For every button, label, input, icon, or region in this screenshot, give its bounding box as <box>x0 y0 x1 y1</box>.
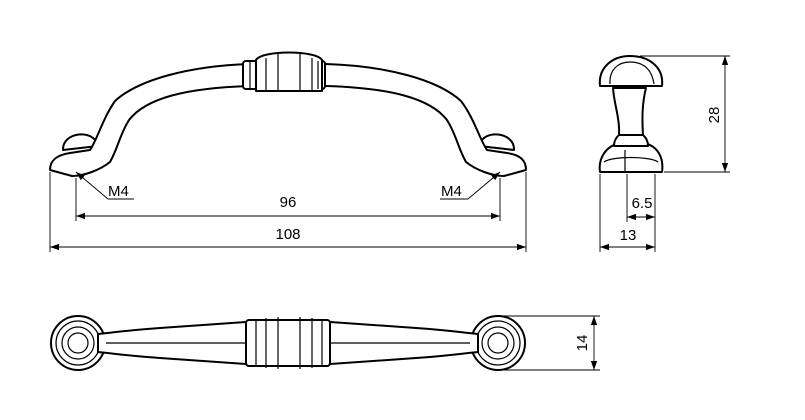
front-view <box>49 51 527 177</box>
overall-length-label: 108 <box>275 226 300 243</box>
hole-spacing-label: 96 <box>280 194 297 211</box>
base-half-depth-label: 6.5 <box>632 195 653 212</box>
front-view-center-rib <box>255 51 323 92</box>
side-view-dimensions: 28 6.5 13 <box>599 55 730 252</box>
side-view <box>598 55 664 173</box>
top-view-left-end-ring <box>61 326 95 360</box>
top-view-left-end-hole <box>67 332 89 354</box>
top-view-rib-band <box>245 319 331 367</box>
top-view-left-end-outer <box>50 315 106 371</box>
side-view-head <box>598 55 664 87</box>
thread-label-left: M4 <box>108 183 129 200</box>
height-label: 28 <box>706 107 723 124</box>
base-depth-label: 13 <box>620 227 637 244</box>
front-view-handle-body <box>49 63 527 177</box>
width-label: 14 <box>574 335 591 352</box>
leader-line-m4-left <box>75 171 109 200</box>
side-view-base-detail <box>603 156 659 163</box>
front-view-dimensions: M4 M4 96 108 <box>49 171 527 252</box>
top-view-right-end-hole <box>487 332 509 354</box>
side-view-head-inner <box>609 61 655 85</box>
thread-label-right: M4 <box>441 183 462 200</box>
top-view <box>50 315 526 371</box>
top-view-right-end-outer <box>470 315 526 371</box>
leader-line-m4-right <box>467 171 501 200</box>
side-view-stem <box>612 87 647 136</box>
top-view-dimensions: 14 <box>500 315 600 371</box>
top-view-right-end-ring <box>481 326 515 360</box>
